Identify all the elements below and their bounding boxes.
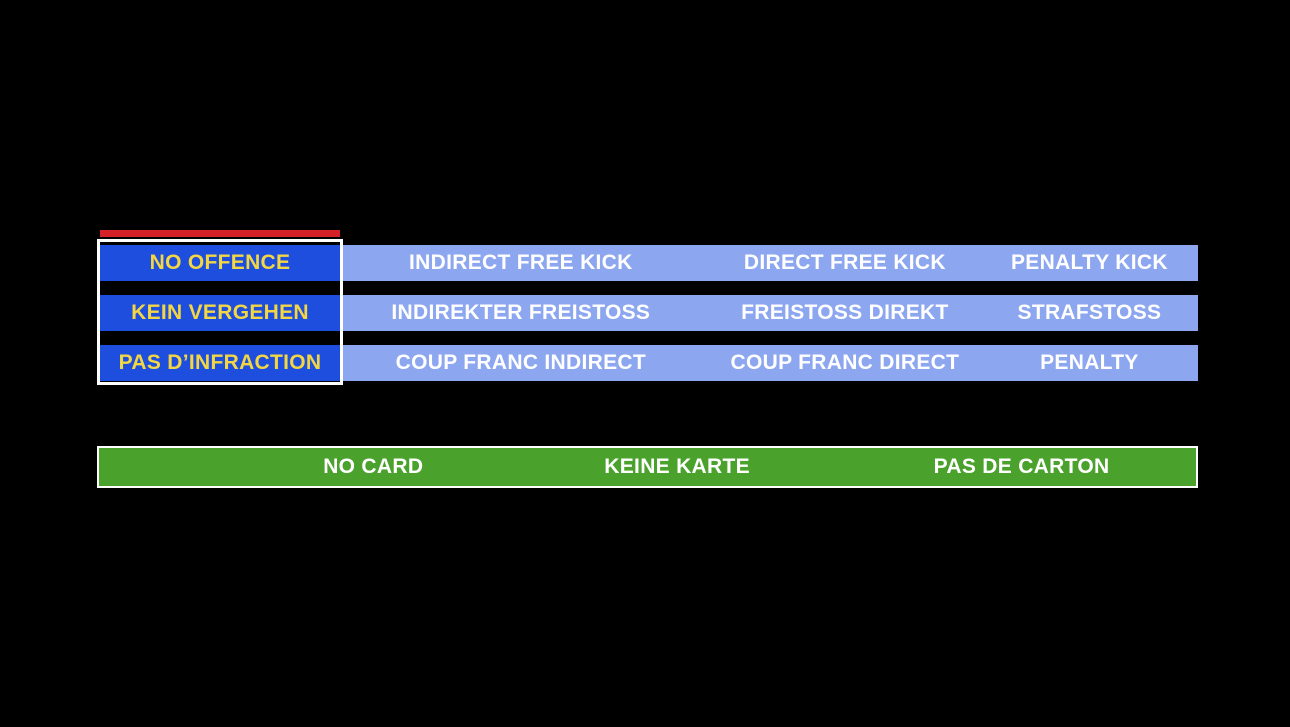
option-penalty[interactable]: PENALTY [1040, 351, 1139, 374]
option-indirekter-freistoss[interactable]: INDIREKTER FREISTOSS [391, 301, 651, 324]
card-option-keine-karte[interactable]: KEINE KARTE [604, 455, 750, 478]
card-option-pas-de-carton[interactable]: PAS DE CARTON [933, 455, 1110, 478]
option-coup-franc-direct[interactable]: COUP FRANC DIRECT [730, 351, 960, 374]
option-direct-free-kick[interactable]: DIRECT FREE KICK [743, 251, 946, 274]
offence-selection-box: NO OFFENCE KEIN VERGEHEN PAS D’INFRACTIO… [97, 239, 343, 385]
option-freistoss-direkt[interactable]: FREISTOSS DIREKT [741, 301, 949, 324]
offence-option-kein-vergehen[interactable]: KEIN VERGEHEN [100, 295, 340, 331]
selected-column-indicator-bar [100, 230, 340, 237]
answers-row-french: COUP FRANC INDIRECT COUP FRANC DIRECT PE… [343, 345, 1198, 381]
option-strafstoss[interactable]: STRAFSTOSS [1017, 301, 1162, 324]
card-option-no-card[interactable]: NO CARD [323, 455, 424, 478]
option-coup-franc-indirect[interactable]: COUP FRANC INDIRECT [395, 351, 646, 374]
offence-option-no-offence[interactable]: NO OFFENCE [100, 245, 340, 281]
option-penalty-kick[interactable]: PENALTY KICK [1010, 251, 1168, 274]
card-decision-bar: NO CARD KEINE KARTE PAS DE CARTON [97, 446, 1198, 488]
option-indirect-free-kick[interactable]: INDIRECT FREE KICK [409, 251, 633, 274]
answers-row-german: INDIREKTER FREISTOSS FREISTOSS DIREKT ST… [343, 295, 1198, 331]
offence-option-pas-d-infraction[interactable]: PAS D’INFRACTION [100, 345, 340, 381]
answers-row-english: INDIRECT FREE KICK DIRECT FREE KICK PENA… [343, 245, 1198, 281]
